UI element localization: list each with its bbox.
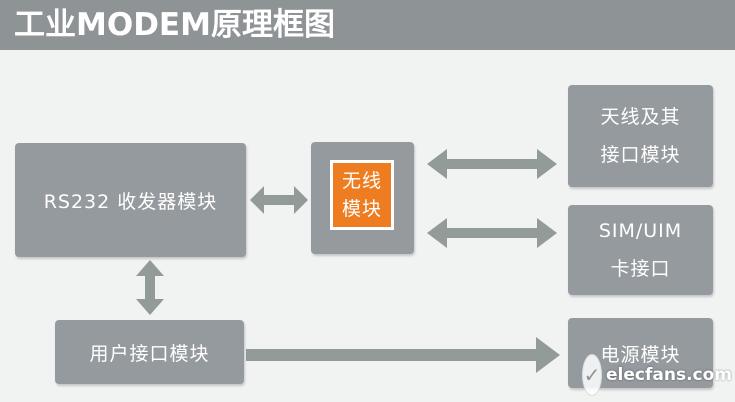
arrow-wireless-sim [427,218,557,248]
sim-label-line2: 卡接口 [610,258,671,280]
arrow-wireless-antenna [427,149,557,179]
user-interface-block: 用户接口模块 [55,320,244,384]
diagram-title: 工业MODEM原理框图 [14,7,335,43]
wireless-module-block: 无线 模块 [311,142,414,254]
arrow-rs232-wireless [250,186,308,214]
user-interface-label: 用户接口模块 [89,342,210,365]
watermark: ✓ elecfans.com [582,352,732,398]
antenna-label-line1: 天线及其 [600,106,681,128]
antenna-label-line2: 接口模块 [600,144,681,166]
watermark-logo-icon: ✓ [582,354,603,396]
sim-label-line1: SIM/UIM [598,220,683,242]
sim-uim-interface-block: SIM/UIM 卡接口 [568,205,713,295]
wireless-label-line2: 模块 [341,198,382,220]
rs232-label: RS232 收发器模块 [43,190,218,213]
wireless-label-line1: 无线 [341,170,382,192]
arrow-user-power [246,337,560,373]
rs232-transceiver-block: RS232 收发器模块 [15,143,246,257]
watermark-text: elecfans.com [606,365,732,385]
title-bar: 工业MODEM原理框图 [0,0,735,50]
wireless-module-highlight: 无线 模块 [330,160,394,230]
antenna-interface-block: 天线及其 接口模块 [568,85,713,187]
arrow-rs232-user [136,260,164,315]
power-label: 电源模块 [600,343,681,366]
